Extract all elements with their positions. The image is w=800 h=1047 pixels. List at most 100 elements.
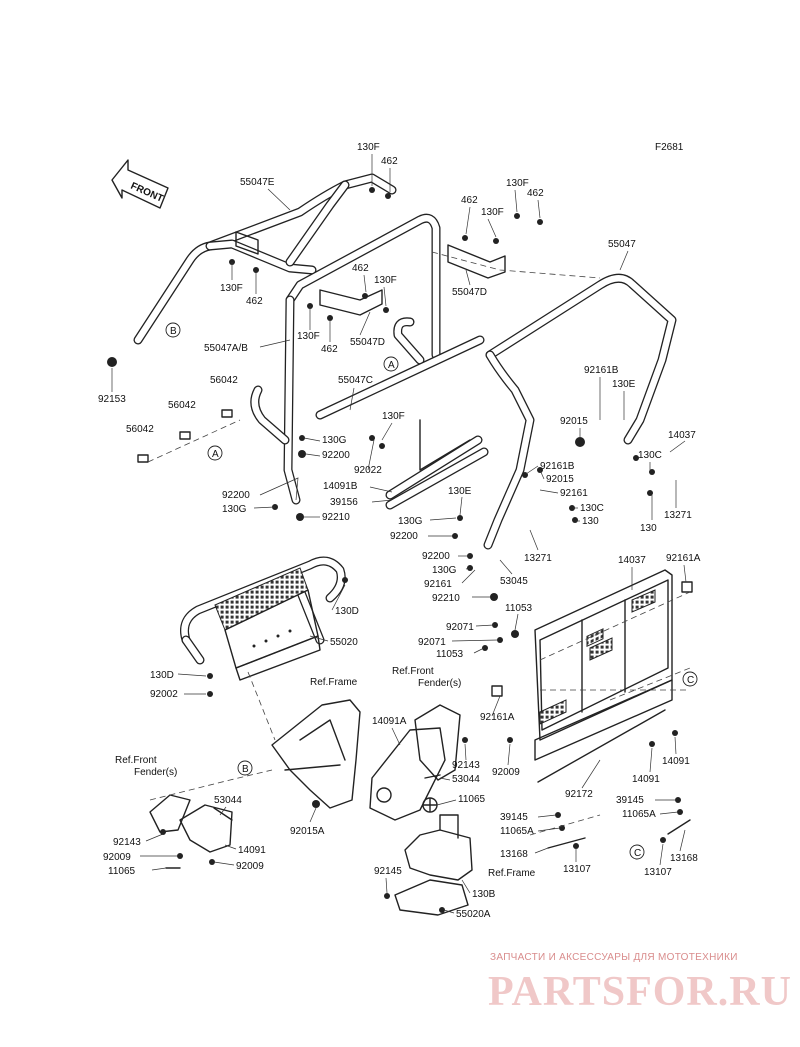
figure-code: F2681 [655,142,684,153]
part-label: 39145 [616,795,644,806]
callout-circle-b-upper: B [165,322,181,338]
svg-text:C: C [634,848,641,859]
part-label: 462 [352,263,369,274]
part-label: 130D [335,606,359,617]
part-label: 130F [506,178,529,189]
part-label: 92172 [565,789,593,800]
svg-text:A: A [212,449,219,460]
part-label: 56042 [168,400,196,411]
callout-circle-c-lower: C [629,844,645,860]
part-label: 130E [448,486,472,497]
part-label: 92153 [98,394,126,405]
part-label: 92200 [390,531,418,542]
part-label: 13271 [664,510,692,521]
watermark-tagline: ЗАПЧАСТИ И АКСЕССУАРЫ ДЛЯ МОТОТЕХНИКИ [490,952,738,963]
part-label: 14091B [323,481,358,492]
front-guard-assembly [180,556,346,681]
part-label: 92210 [432,593,460,604]
callout-circle-b-lower: B [237,760,253,776]
part-label: 55047D [452,287,487,298]
part-label: 13168 [500,849,528,860]
lower-bracket-assembly [137,409,693,916]
part-label: 92015A [290,826,325,837]
part-label: 11065A [622,809,656,820]
part-label: 53044 [452,774,480,785]
callout-circle-a-upper: A [383,356,399,372]
cargo-panel-assembly [534,569,673,783]
part-label: 92161 [424,579,452,590]
part-label: 462 [381,156,398,167]
part-label: 462 [321,344,338,355]
part-label: 130 [640,523,657,534]
part-label: 130 [582,516,599,527]
part-label: 92200 [322,450,350,461]
roll-cage-assembly [133,173,677,550]
part-label: 56042 [210,375,238,386]
part-label: 92009 [236,861,264,872]
part-label: 92071 [418,637,446,648]
part-label: 53045 [500,576,528,587]
part-label: 92015 [560,416,588,427]
part-label: 14091A [372,716,407,727]
part-label: 13107 [644,867,672,878]
ref-frame-label-right: Ref.Frame [488,868,536,879]
part-label: 130F [374,275,397,286]
svg-text:C: C [687,675,694,686]
part-label: 462 [527,188,544,199]
svg-text:B: B [170,326,177,337]
part-label: 92161B [540,461,575,472]
part-label: 13271 [524,553,552,564]
part-label: 55047D [350,337,385,348]
part-label: 92161A [480,712,515,723]
part-number-labels: 130F 462 55047E 130F 462 462 130F 55047 … [98,142,701,920]
part-label: 92210 [322,512,350,523]
part-label: 130F [481,207,504,218]
part-label: 11065 [458,794,486,805]
part-label: 92143 [113,837,141,848]
part-label: 13107 [563,864,591,875]
part-label: 13168 [670,853,698,864]
part-label: 39156 [330,497,358,508]
part-label: 130F [382,411,405,422]
part-label: 130F [297,331,320,342]
part-label: 14091 [662,756,690,767]
part-label: 55047A/B [204,343,248,354]
part-label: 130E [612,379,636,390]
part-label: 130B [472,889,496,900]
ref-frame-label-left: Ref.Frame [310,677,358,688]
part-label: 130C [580,503,604,514]
part-label: 39145 [500,812,528,823]
part-label: 130G [322,435,347,446]
part-label: 462 [246,296,263,307]
callout-circle-c-upper: C [682,671,698,687]
svg-text:B: B [242,764,249,775]
part-label: 92161 [560,488,588,499]
part-label: 92161A [666,553,701,564]
part-label: 130F [357,142,380,153]
part-label: 92009 [103,852,131,863]
watermark-brand: PARTSFOR.RU [488,969,792,1015]
part-label: 92002 [150,689,178,700]
part-label: 55020 [330,637,358,648]
ref-front-fender-label-center: Ref.Front Fender(s) [392,666,461,689]
part-label: 14037 [618,555,646,566]
part-label: 14091 [632,774,660,785]
leader-lines [111,154,687,914]
part-label: 55020A [456,909,491,920]
part-label: 92200 [422,551,450,562]
part-label: 130G [432,565,457,576]
part-label: 14037 [668,430,696,441]
callout-circle-a-lower: A [207,445,223,461]
part-label: 92161B [584,365,619,376]
part-label: 55047E [240,177,275,188]
part-label: 130D [150,670,174,681]
ref-front-fender-label-left: Ref.Front Fender(s) [115,755,177,778]
part-label: 14091 [238,845,266,856]
part-label: 92022 [354,465,382,476]
part-label: 11053 [436,649,464,660]
reference-lines [147,251,691,836]
part-label: 462 [461,195,478,206]
svg-text:A: A [388,360,395,371]
fastener-markers [107,187,683,913]
